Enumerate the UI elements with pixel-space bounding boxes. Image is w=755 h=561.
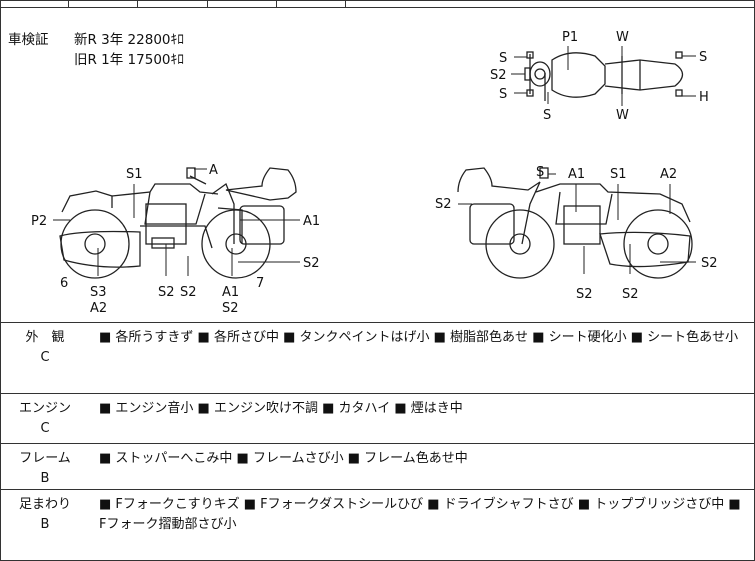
condition-grade: C <box>40 350 50 365</box>
condition-category: フレーム <box>19 451 71 466</box>
ls-label-7: 7 <box>256 276 264 291</box>
condition-name: フレーム B <box>0 449 90 489</box>
top-view-leaders <box>511 46 696 106</box>
ls-label-a1-b: A1 <box>222 285 239 300</box>
condition-category: 外 観 <box>25 330 65 345</box>
top-strip <box>0 0 755 8</box>
ls-label-s2-a: S2 <box>158 285 175 300</box>
tv-label-h: H <box>699 90 709 105</box>
condition-name: 外 観 C <box>0 328 90 368</box>
ls-label-s3: S3 <box>90 285 107 300</box>
ls-label-s1: S1 <box>126 167 143 182</box>
condition-desc: ■ Fフォークこすりキズ ■ Fフォークダストシールひび ■ ドライブシャフトさ… <box>99 497 741 532</box>
condition-row-suspension: 足まわり B ■ Fフォークこすりキズ ■ Fフォークダストシールひび ■ ドラ… <box>0 490 755 561</box>
top-view-diagram <box>524 51 684 101</box>
condition-grade: C <box>40 421 50 436</box>
condition-name: 足まわり B <box>0 495 90 535</box>
ls-label-p2: P2 <box>31 214 47 229</box>
tv-label-s-1: S <box>499 51 507 66</box>
rs-label-a2: A2 <box>660 167 677 182</box>
left-side-labels: S1 A P2 A1 6 S3 A2 S2 S2 A1 S2 7 S2 <box>31 163 320 316</box>
shaken-new: 新R 3年 22800ｷﾛ <box>74 32 184 48</box>
rs-label-s1: S1 <box>610 167 627 182</box>
right-side-diagram <box>457 167 693 279</box>
condition-desc: ■ 各所うすきず ■ 各所さび中 ■ タンクペイントはげ小 ■ 樹脂部色あせ ■… <box>99 330 739 345</box>
left-side-diagram <box>59 167 297 279</box>
condition-row-exterior: 外 観 C ■ 各所うすきず ■ 各所さび中 ■ タンクペイントはげ小 ■ 樹脂… <box>0 323 755 394</box>
tv-label-s-3: S <box>543 108 551 123</box>
shaken-old: 旧R 1年 17500ｷﾛ <box>74 52 184 68</box>
ls-label-s2-b: S2 <box>180 285 197 300</box>
ls-label-6: 6 <box>60 276 68 291</box>
motorcycle-diagrams: P1 W S S2 S S S H W <box>31 30 718 316</box>
tv-label-w-2: W <box>616 108 629 123</box>
rs-label-s2-d: S2 <box>701 256 718 271</box>
ls-label-s2-d: S2 <box>303 256 320 271</box>
tv-label-s2: S2 <box>490 68 507 83</box>
condition-desc: ■ ストッパーへこみ中 ■ フレームさび小 ■ フレーム色あせ中 <box>99 451 468 466</box>
shaken-label: 車検証 <box>8 32 49 48</box>
ls-label-a2: A2 <box>90 301 107 316</box>
condition-desc: ■ エンジン音小 ■ エンジン吹け不調 ■ カタハイ ■ 煙はき中 <box>99 401 463 416</box>
rs-label-s2-c: S2 <box>622 287 639 302</box>
condition-grade: B <box>40 471 50 486</box>
condition-category: エンジン <box>18 401 71 416</box>
tv-label-s-2: S <box>499 87 507 102</box>
rs-label-a1: A1 <box>568 167 585 182</box>
top-view-labels: P1 W S S2 S S S H W <box>490 30 709 123</box>
tv-label-p1: P1 <box>562 30 578 45</box>
condition-category: 足まわり <box>18 497 71 512</box>
ls-label-a: A <box>209 163 218 178</box>
left-side-leaders <box>53 168 300 276</box>
tv-label-w: W <box>616 30 629 45</box>
right-side-labels: S A1 S1 A2 S2 S2 S2 S2 <box>435 165 718 302</box>
right-side-leaders <box>458 173 696 274</box>
condition-grade: B <box>40 517 50 532</box>
rs-label-s2-b: S2 <box>576 287 593 302</box>
diagram-area: 車検証 新R 3年 22800ｷﾛ 旧R 1年 17500ｷﾛ <box>0 8 755 323</box>
ls-label-a1: A1 <box>303 214 320 229</box>
rs-label-s: S <box>536 165 544 180</box>
condition-row-engine: エンジン C ■ エンジン音小 ■ エンジン吹け不調 ■ カタハイ ■ 煙はき中 <box>0 394 755 444</box>
condition-name: エンジン C <box>0 399 90 439</box>
rs-label-s2-a: S2 <box>435 197 452 212</box>
ls-label-s2-c: S2 <box>222 301 239 316</box>
condition-row-frame: フレーム B ■ ストッパーへこみ中 ■ フレームさび小 ■ フレーム色あせ中 <box>0 444 755 490</box>
tv-label-s-4: S <box>699 50 707 65</box>
